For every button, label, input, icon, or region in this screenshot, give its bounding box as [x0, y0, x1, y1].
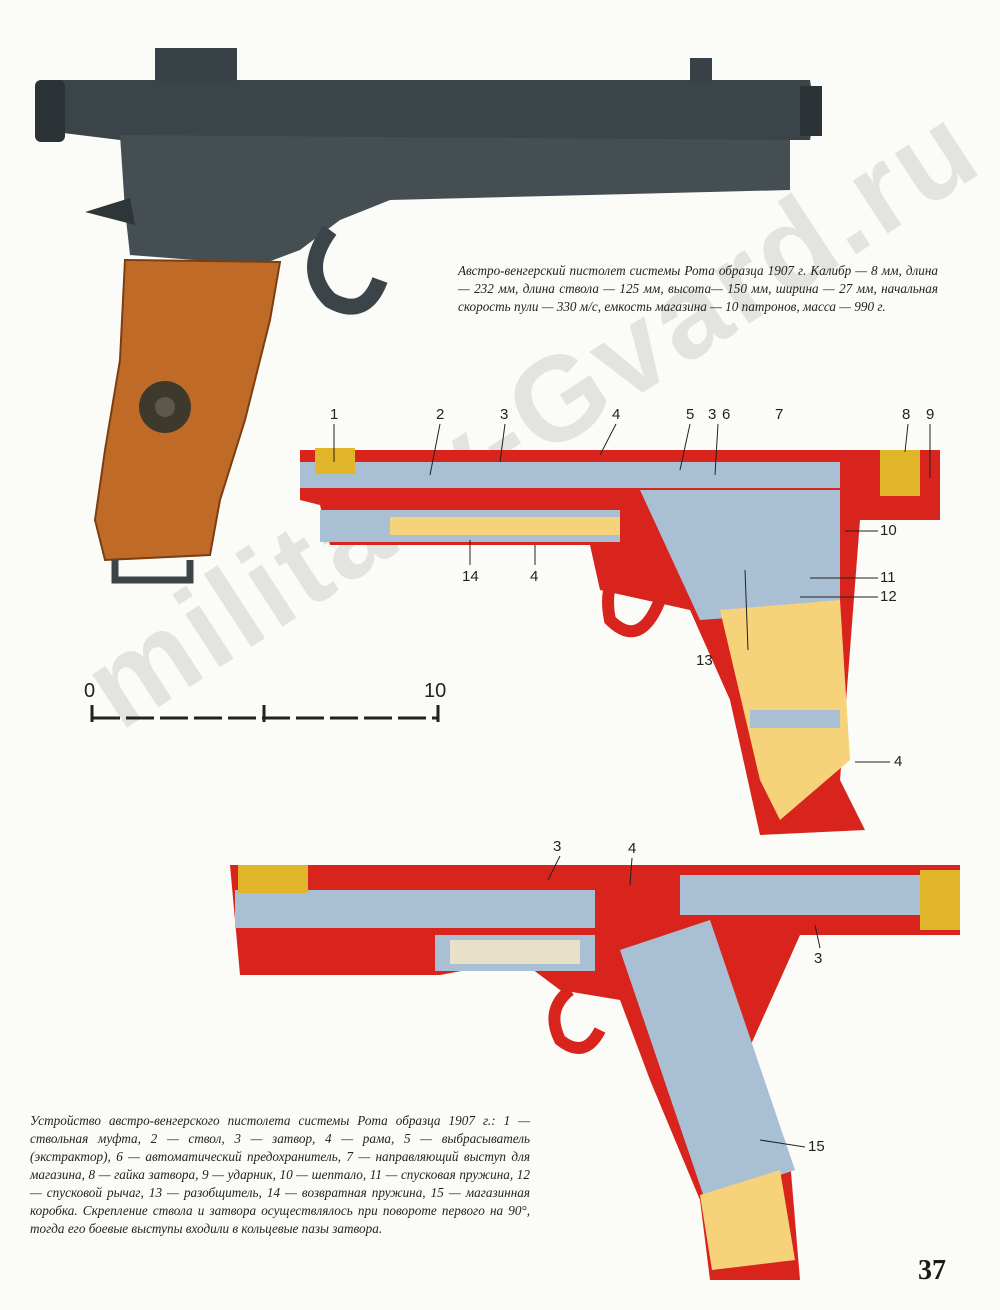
- callout-lower-15: 15: [808, 1138, 825, 1155]
- callout-lower-3: 3: [553, 838, 562, 855]
- callout-lines-upper: [333, 423, 931, 763]
- callout-7: 7: [775, 406, 784, 423]
- callout-lines-lower: [547, 855, 821, 1148]
- callout-2: 2: [436, 406, 445, 423]
- scale-end-label: 10: [424, 680, 447, 702]
- callout-11: 11: [880, 569, 896, 586]
- cutaway-upper: [300, 448, 940, 835]
- pistol-side-view: [35, 48, 822, 584]
- callout-1: 1: [330, 406, 339, 423]
- callout-4c: 4: [894, 753, 903, 770]
- scale-start-label: 0: [84, 680, 96, 702]
- callout-3: 3: [500, 406, 509, 423]
- callout-4: 4: [612, 406, 621, 423]
- callout-3b: 3: [708, 406, 717, 423]
- callout-13: 13: [696, 652, 713, 669]
- caption-specifications: Австро-венгерский пистолет системы Рота …: [458, 263, 938, 314]
- caption-parts-legend: Устройство австро-венгерского пистолета …: [30, 1113, 530, 1236]
- callout-8: 8: [902, 406, 911, 423]
- callout-lower-4: 4: [628, 840, 637, 857]
- callout-5: 5: [686, 406, 695, 423]
- callout-lower-3b: 3: [814, 950, 823, 967]
- callout-4b: 4: [530, 568, 539, 585]
- callout-9: 9: [926, 406, 935, 423]
- callout-14: 14: [462, 568, 479, 585]
- cutaway-lower: [230, 865, 960, 1280]
- callout-12: 12: [880, 588, 897, 605]
- page-number: 37: [918, 1255, 946, 1286]
- callout-10: 10: [880, 522, 897, 539]
- callout-6: 6: [722, 406, 731, 423]
- scale-bar: [90, 705, 440, 722]
